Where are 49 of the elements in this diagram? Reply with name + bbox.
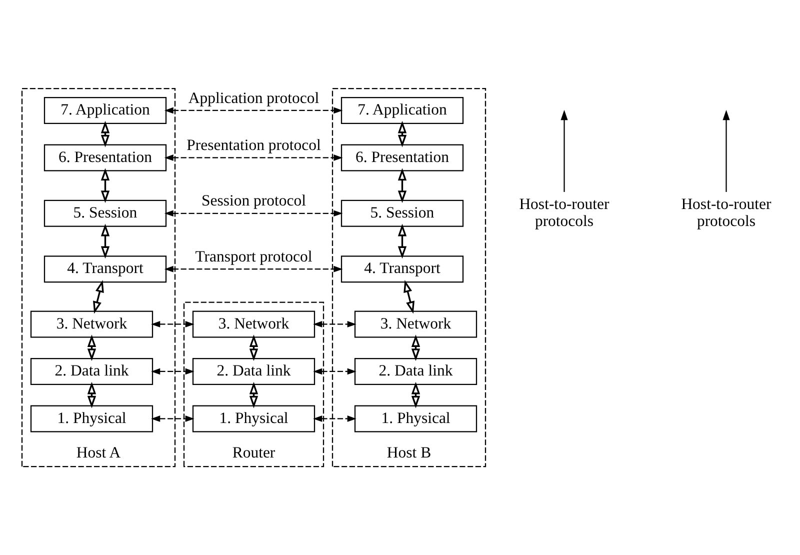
- node-box: 7. Application: [340, 96, 464, 124]
- node-box: 3. Network: [354, 310, 478, 338]
- arrow: [722, 110, 730, 192]
- node-box: 2. Data link: [192, 358, 316, 385]
- arrow: [313, 416, 356, 422]
- arrow: [313, 321, 356, 328]
- arrow: [151, 321, 194, 328]
- arrow: [404, 280, 414, 314]
- node-box: 2. Data link: [354, 358, 478, 385]
- node-box: 1. Physical: [30, 405, 154, 432]
- node-box: 2. Data link: [30, 358, 154, 385]
- arrow: [87, 382, 96, 408]
- arrow: [100, 120, 110, 148]
- node-box: 6. Presentation: [340, 144, 464, 172]
- node-box: 1. Physical: [354, 405, 478, 432]
- arrow: [398, 120, 407, 148]
- edge-label: Presentation protocol: [186, 137, 321, 154]
- arrow: [87, 334, 96, 361]
- node-box: 4. Transport: [340, 256, 464, 283]
- arrow: [313, 368, 356, 375]
- edge-label: Session protocol: [201, 192, 306, 210]
- node-box: 3. Network: [192, 310, 316, 338]
- node-box: 5. Session: [340, 200, 464, 227]
- arrow: [151, 416, 194, 422]
- arrow: [100, 168, 110, 203]
- arrow: [151, 368, 194, 375]
- arrow: [164, 210, 343, 217]
- node-box: 7. Application: [44, 96, 167, 124]
- arrow: [93, 280, 104, 314]
- arrow: [100, 224, 110, 259]
- arrow: [411, 334, 420, 361]
- edge-label: Transport protocol: [195, 248, 312, 266]
- arrow: [560, 110, 568, 192]
- node-box: 6. Presentation: [44, 144, 167, 172]
- node-box: 4. Transport: [44, 256, 167, 283]
- node-box: 3. Network: [30, 310, 154, 338]
- arrow: [164, 154, 343, 161]
- node-text: Host-to-router protocols: [519, 196, 610, 230]
- node-box: 5. Session: [44, 200, 167, 227]
- arrow: [249, 382, 258, 408]
- node-box: 1. Physical: [192, 405, 316, 432]
- arrow: [398, 168, 407, 203]
- arrow: [164, 107, 343, 114]
- edge-label: Application protocol: [188, 90, 320, 107]
- arrow: [411, 382, 420, 408]
- arrow: [164, 266, 343, 272]
- arrow: [398, 224, 407, 259]
- arrow: [249, 334, 258, 361]
- node-text: Host-to-router protocols: [681, 196, 772, 230]
